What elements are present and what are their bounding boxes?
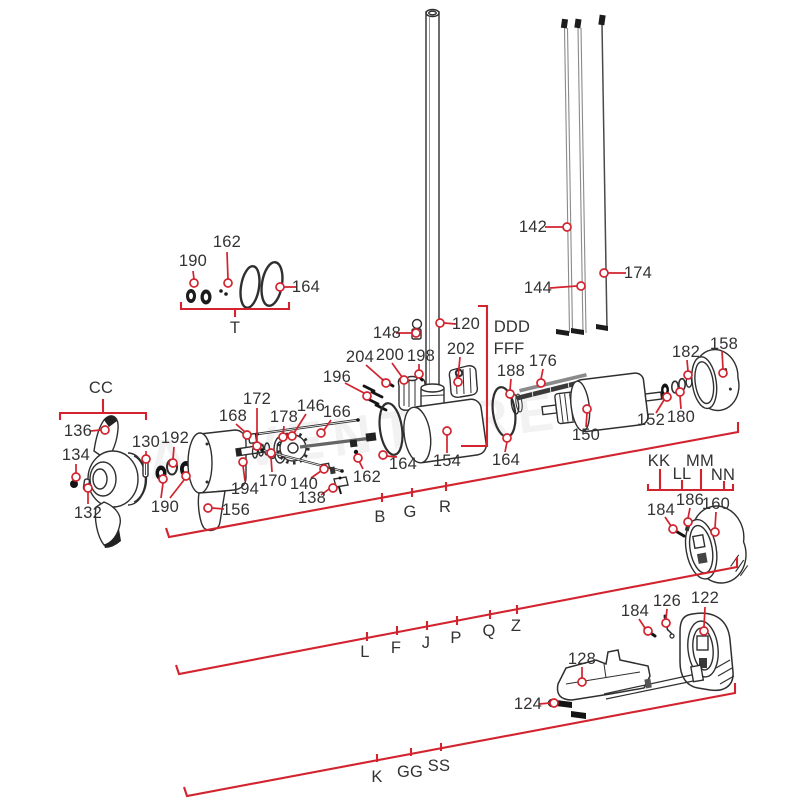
group-label-F: F <box>390 638 402 657</box>
callout-160: 160 <box>701 494 731 513</box>
callout-162-top: 162 <box>212 232 242 251</box>
lever-128 <box>556 649 705 701</box>
callout-174: 174 <box>623 263 653 282</box>
callout-170: 170 <box>258 471 288 490</box>
callout-196: 196 <box>322 367 352 386</box>
group-label-T: T <box>229 318 241 337</box>
group-label-P: P <box>450 628 462 647</box>
callout-126: 126 <box>652 591 682 610</box>
group-label-GG: GG <box>396 762 424 781</box>
callout-162-mid: 162 <box>352 467 382 486</box>
group-label-CC: CC <box>88 378 114 397</box>
callout-138: 138 <box>297 488 327 507</box>
side-cover-122 <box>679 612 735 692</box>
callout-172: 172 <box>242 389 272 408</box>
end-bell <box>691 348 740 412</box>
callout-164-left: 164 <box>388 454 418 473</box>
callout-190-top: 190 <box>178 251 208 270</box>
callout-168: 168 <box>218 406 248 425</box>
parts-linework <box>70 8 749 719</box>
group-label-KK: KK <box>647 451 671 470</box>
group-label-G: G <box>403 502 417 521</box>
callout-128: 128 <box>567 649 597 668</box>
callout-200: 200 <box>375 345 405 364</box>
callout-164-right: 164 <box>491 450 521 469</box>
group-label-MM: MM <box>686 451 714 470</box>
callout-184-upper: 184 <box>646 500 676 519</box>
callout-148: 148 <box>372 323 402 342</box>
callout-134: 134 <box>61 445 91 464</box>
callout-136: 136 <box>63 421 93 440</box>
lower-unit-housing <box>187 429 247 532</box>
callout-132: 132 <box>73 503 103 522</box>
group-brackets <box>58 302 740 798</box>
callout-152: 152 <box>636 410 666 429</box>
callout-182: 182 <box>671 342 701 361</box>
group-label-Q: Q <box>482 621 496 640</box>
group-label-SS: SS <box>427 756 451 775</box>
callout-122: 122 <box>690 588 720 607</box>
armature <box>541 372 667 433</box>
group-label-R: R <box>438 497 452 516</box>
group-label-Z: Z <box>510 616 522 635</box>
callout-158: 158 <box>709 334 739 353</box>
group-label-K: K <box>371 767 383 786</box>
callout-164-top: 164 <box>291 277 321 296</box>
callout-142: 142 <box>518 217 548 236</box>
callout-120: 120 <box>451 314 481 333</box>
callout-124: 124 <box>513 694 543 713</box>
callout-144: 144 <box>523 278 553 297</box>
gear-assembly <box>235 431 310 465</box>
callout-156: 156 <box>221 500 251 519</box>
callout-178: 178 <box>269 407 299 426</box>
callout-markers <box>71 222 728 708</box>
group-label-FFF: FFF <box>493 339 525 358</box>
callout-188: 188 <box>496 361 526 380</box>
callout-186: 186 <box>675 490 705 509</box>
callout-202: 202 <box>446 339 476 358</box>
callout-190-prop: 190 <box>150 497 180 516</box>
group-label-DDD: DDD <box>493 317 531 336</box>
control-housing-160 <box>684 505 749 584</box>
oring-left <box>378 402 404 456</box>
callout-176: 176 <box>528 351 558 370</box>
callout-166: 166 <box>322 402 352 421</box>
callout-184-lower: 184 <box>620 601 650 620</box>
callout-130: 130 <box>131 432 161 451</box>
group-label-J: J <box>421 633 431 652</box>
group-label-LL: LL <box>672 464 692 483</box>
group-label-B: B <box>374 507 386 526</box>
callout-140: 140 <box>289 474 319 493</box>
propeller-drawing <box>87 415 148 548</box>
group-label-L: L <box>360 642 370 661</box>
callout-204: 204 <box>345 347 375 366</box>
callout-198: 198 <box>406 346 436 365</box>
callout-194: 194 <box>230 479 260 498</box>
main-shaft <box>420 8 445 413</box>
callout-146: 146 <box>296 396 326 415</box>
callout-150: 150 <box>571 425 601 444</box>
group-label-NN: NN <box>710 465 736 484</box>
motor-through-bolts <box>255 418 377 473</box>
leader-lines <box>75 226 724 705</box>
callout-192: 192 <box>160 428 190 447</box>
callout-154: 154 <box>432 451 462 470</box>
red-annotations <box>58 222 740 798</box>
callout-180: 180 <box>666 407 696 426</box>
